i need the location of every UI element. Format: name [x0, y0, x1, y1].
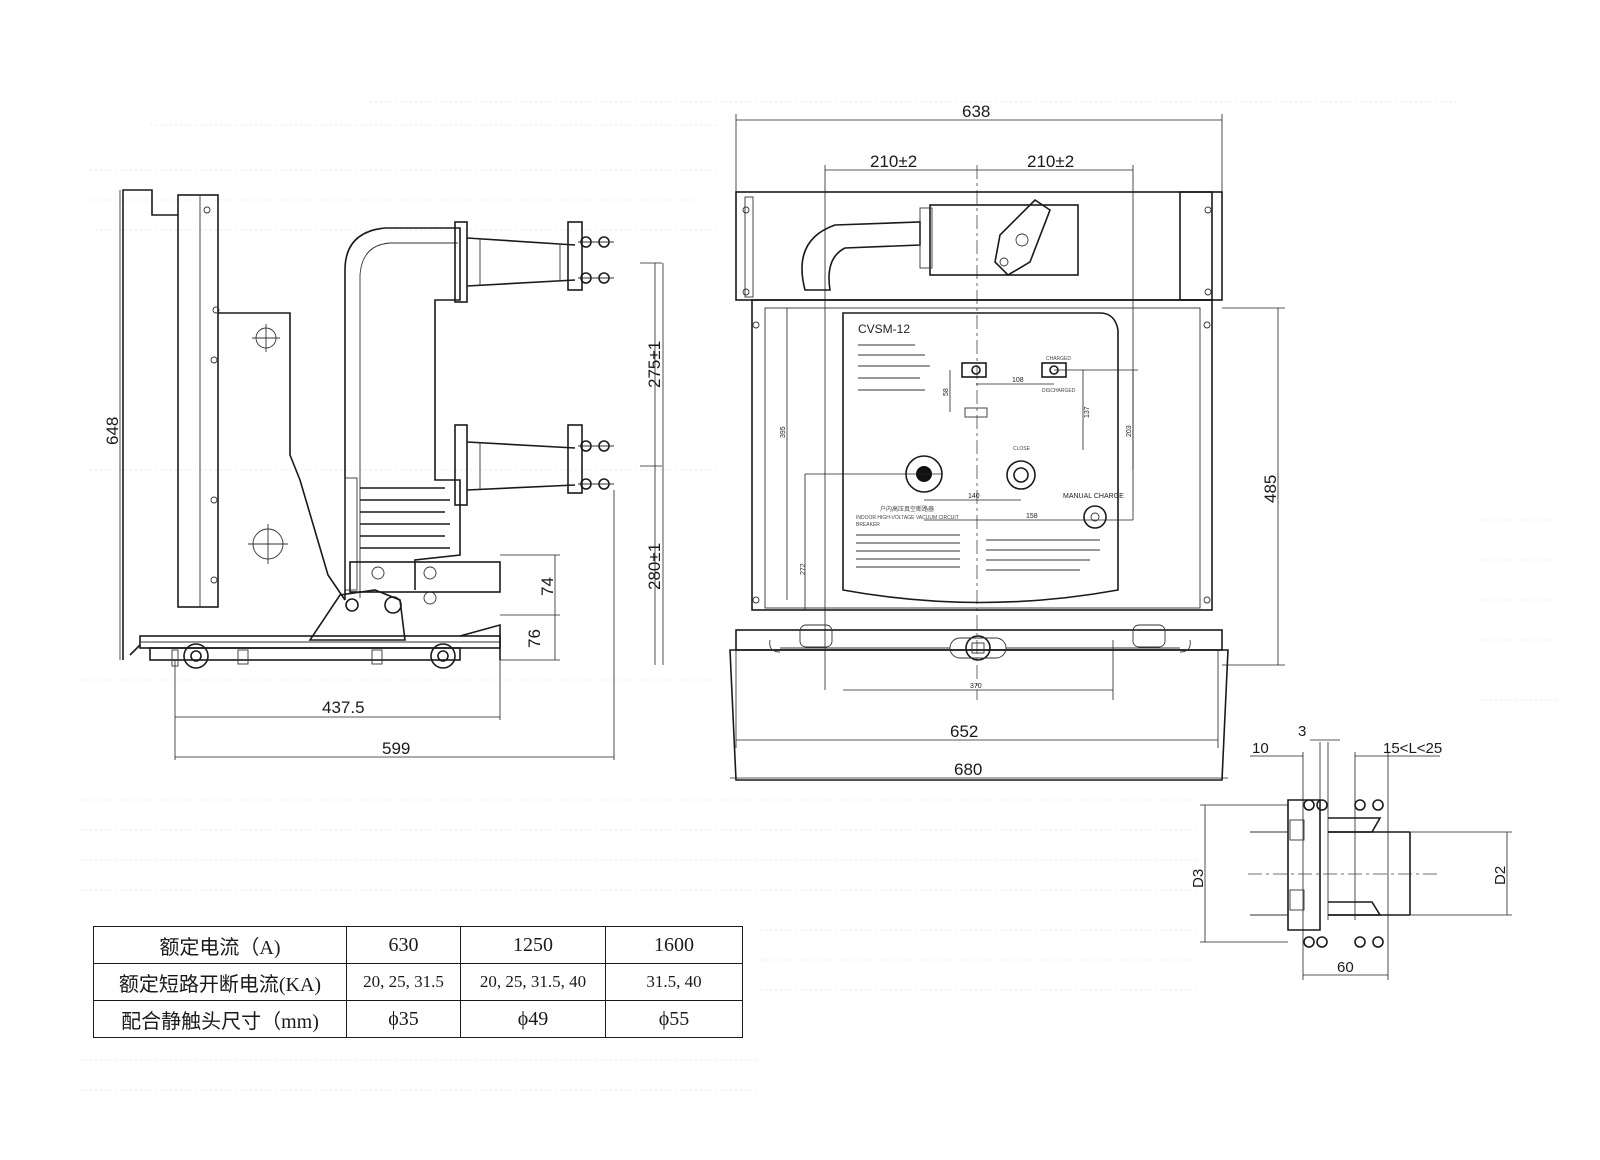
dim-437: 437.5 — [322, 698, 365, 717]
dim-680: 680 — [954, 760, 982, 779]
dim-272: 272 — [800, 563, 807, 575]
label-charged: CHARGED — [1046, 356, 1071, 362]
dim-74: 74 — [538, 577, 557, 596]
label-close: CLOSE — [1013, 446, 1031, 452]
table-cell: 31.5, 40 — [605, 963, 743, 1001]
dim-d2: D2 — [1492, 866, 1509, 885]
panel-model: CVSM-12 — [858, 322, 910, 336]
dim-60: 60 — [1337, 959, 1354, 976]
table-header-row: 额定电流（A) 630 1250 1600 — [93, 926, 743, 964]
dim-d3: D3 — [1190, 869, 1207, 888]
nameplate-subtitle2: BREAKER — [856, 522, 880, 528]
table-row: 额定短路开断电流(KA) 20, 25, 31.5 20, 25, 31.5, … — [93, 963, 743, 1001]
table-cell: ϕ55 — [605, 1000, 743, 1038]
dim-210-left: 210±2 — [870, 152, 917, 171]
row-label: 配合静触头尺寸（mm) — [93, 1000, 347, 1038]
dim-370: 370 — [970, 683, 982, 690]
table-cell: ϕ49 — [460, 1000, 606, 1038]
label-discharged: DISCHARGED — [1042, 388, 1076, 394]
column-1600: 1600 — [605, 926, 743, 964]
dim-395: 395 — [780, 426, 787, 438]
table-cell: 20, 25, 31.5 — [346, 963, 461, 1001]
dim-137: 137 — [1084, 406, 1091, 418]
dim-648: 648 — [103, 417, 122, 445]
dim-3: 3 — [1298, 723, 1306, 740]
table-cell: 20, 25, 31.5, 40 — [460, 963, 606, 1001]
scan-background — [80, 101, 1560, 1091]
nameplate-title: 户内高压真空断路器 — [880, 505, 934, 513]
front-view: CVSM-12 CHARGED DISCHARGED CLOSE MANUAL … — [729, 102, 1285, 781]
side-view: 648 275±1 280±1 74 76 437.5 599 — [103, 189, 664, 760]
dim-158: 158 — [1026, 513, 1038, 520]
dim-10: 10 — [1252, 740, 1269, 757]
nameplate-subtitle: INDOOR HIGH-VOLTAGE VACUUM CIRCUIT — [856, 515, 959, 521]
dim-485: 485 — [1261, 475, 1280, 503]
dim-58: 58 — [943, 388, 950, 396]
dim-108: 108 — [1012, 377, 1024, 384]
label-manual-charge: MANUAL CHARGE — [1063, 493, 1124, 500]
row-label: 额定短路开断电流(KA) — [93, 963, 347, 1001]
dim-210-right: 210±2 — [1027, 152, 1074, 171]
column-630: 630 — [346, 926, 461, 964]
dim-638: 638 — [962, 102, 990, 121]
dim-275: 275±1 — [645, 341, 664, 388]
dim-76: 76 — [525, 629, 544, 648]
dim-280: 280±1 — [645, 543, 664, 590]
dim-203: 203 — [1126, 425, 1133, 437]
column-1250: 1250 — [460, 926, 606, 964]
dim-599: 599 — [382, 739, 410, 758]
table-row: 配合静触头尺寸（mm) ϕ35 ϕ49 ϕ55 — [93, 1000, 743, 1038]
spec-table: 额定电流（A) 630 1250 1600 额定短路开断电流(KA) 20, 2… — [93, 926, 743, 1038]
contact-detail: 10 3 15<L<25 D3 D2 60 — [1190, 723, 1512, 980]
table-cell: ϕ35 — [346, 1000, 461, 1038]
header-label: 额定电流（A) — [93, 926, 347, 964]
dim-652: 652 — [950, 722, 978, 741]
insulator-sheds — [360, 487, 450, 549]
dim-range: 15<L<25 — [1383, 740, 1442, 757]
dim-140: 140 — [968, 493, 980, 500]
